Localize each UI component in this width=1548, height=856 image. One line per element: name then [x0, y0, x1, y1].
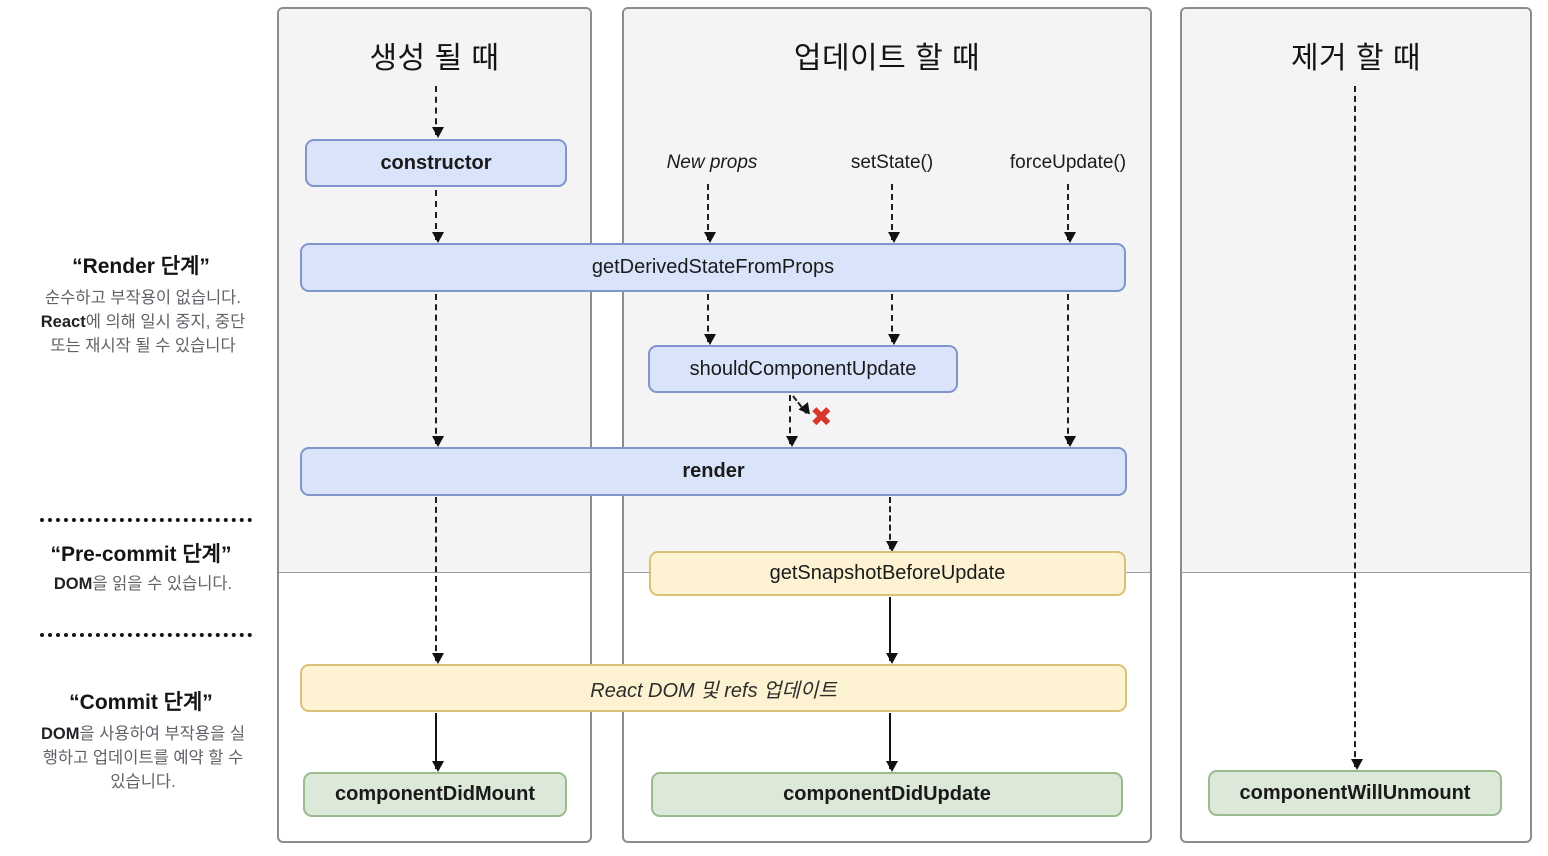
arrow-gdsfp-to-scu-left [704, 294, 716, 345]
arrowhead-icon [704, 334, 716, 345]
arrow-mount-to-constructor [432, 86, 444, 138]
arrowhead-icon [432, 761, 444, 772]
box-should-component-update: shouldComponentUpdate [648, 345, 958, 393]
arrowhead-icon [1351, 759, 1363, 770]
box-get-snapshot-before-update: getSnapshotBeforeUpdate [649, 551, 1126, 596]
phase-desc-render: 순수하고 부작용이 없습니다. React에 의해 일시 중지, 중단 또는 재… [36, 286, 250, 358]
arrowhead-icon [432, 436, 444, 447]
arrow-gsbu-to-reactdom [886, 597, 898, 664]
phase-desc-text: 을 사용하여 부작용을 실행하고 업데이트를 예약 할 수 있습니다. [42, 725, 246, 791]
phase-divider [40, 518, 252, 522]
arrowhead-icon [786, 436, 798, 447]
arrowhead-icon [886, 761, 898, 772]
phase-title-precommit: “Pre-commit 단계” [50, 543, 232, 566]
arrow-gdsfp-to-scu-right [888, 294, 900, 345]
arrowhead-icon [888, 334, 900, 345]
phase-desc-precommit: DOM을 읽을 수 있습니다. [36, 572, 250, 596]
phase-desc-text: 순수하고 부작용이 없습니다. [45, 289, 241, 307]
arrowhead-icon [1064, 436, 1076, 447]
box-render: render [300, 447, 1127, 496]
trigger-forceupdate: forceUpdate() [1009, 152, 1127, 173]
arrowhead-icon [432, 232, 444, 243]
panel-unmounting: 제거 할 때 [1180, 7, 1532, 843]
arrow-forceupdate-bypass-to-render [1064, 294, 1076, 447]
phase-title-render: “Render 단계” [72, 255, 210, 278]
phase-title-commit: “Commit 단계” [69, 691, 213, 714]
arrow-render-to-gsbu [886, 497, 898, 552]
render-phase-zone [1182, 9, 1530, 573]
phase-desc-bold: DOM [53, 575, 93, 593]
phase-desc-commit: DOM을 사용하여 부작용을 실행하고 업데이트를 예약 할 수 있습니다. [36, 722, 250, 794]
arrow-gdsfp-to-render-mount [432, 294, 444, 447]
arrowhead-icon [704, 232, 716, 243]
arrowhead-icon [432, 127, 444, 138]
box-component-did-update: componentDidUpdate [651, 772, 1123, 817]
trigger-setstate: setState() [850, 152, 934, 173]
box-component-did-mount: componentDidMount [303, 772, 567, 817]
cancel-x-icon: ✖ [810, 402, 833, 432]
arrow-forceupdate-to-gdsfp [1064, 184, 1076, 243]
panel-title-mounting: 생성 될 때 [369, 42, 500, 75]
phase-desc-bold: React [40, 313, 86, 331]
trigger-new-props: New props [666, 152, 758, 173]
arrow-setstate-to-gdsfp [888, 184, 900, 243]
panel-updating: 업데이트 할 때 [622, 7, 1152, 843]
arrow-constructor-to-gdsfp [432, 190, 444, 243]
arrowhead-icon [432, 653, 444, 664]
phase-divider [40, 633, 252, 637]
box-constructor: constructor [305, 139, 567, 187]
arrowhead-icon [886, 541, 898, 552]
arrowhead-icon [886, 653, 898, 664]
box-get-derived-state-from-props: getDerivedStateFromProps [300, 243, 1126, 292]
arrow-reactdom-to-cdu [886, 713, 898, 772]
phase-desc-bold: DOM [40, 725, 80, 743]
arrow-scu-to-render [786, 395, 798, 447]
panel-title-unmounting: 제거 할 때 [1290, 42, 1422, 75]
panel-title-updating: 업데이트 할 때 [793, 42, 981, 75]
arrow-reactdom-to-cdm [432, 713, 444, 772]
phase-desc-text: 을 읽을 수 있습니다. [92, 575, 233, 593]
arrow-newprops-to-gdsfp [704, 184, 716, 243]
arrow-render-to-reactdom-mount [432, 497, 444, 664]
arrowhead-icon [888, 232, 900, 243]
arrowhead-icon [1064, 232, 1076, 243]
box-react-dom-update: React DOM 및 refs 업데이트 [300, 664, 1127, 712]
box-component-will-unmount: componentWillUnmount [1208, 770, 1502, 816]
phase-desc-text: 에 의해 일시 중지, 중단 또는 재시작 될 수 있습니다 [50, 313, 246, 355]
arrow-unmount-to-cwu [1351, 86, 1363, 770]
